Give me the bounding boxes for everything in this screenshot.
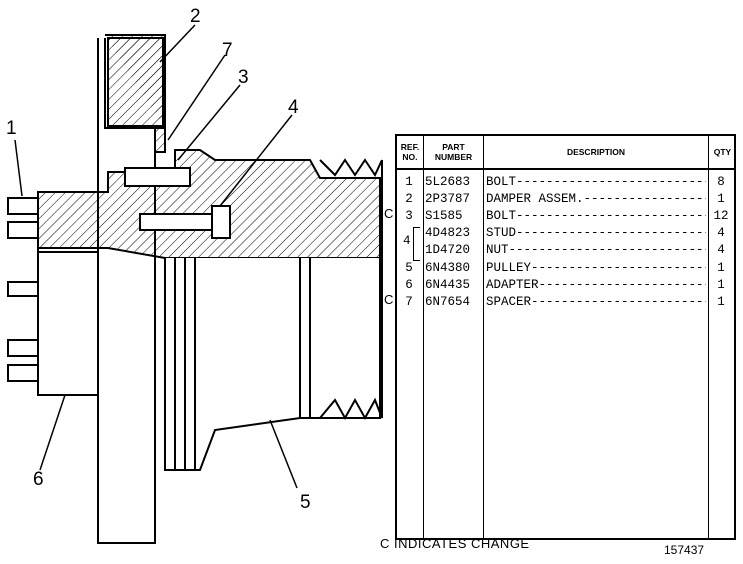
description-cell: NUT--------------------------------- <box>486 243 706 257</box>
callout-1: 1 <box>6 118 17 139</box>
ref-cell: 7 <box>405 295 413 309</box>
bolt-3 <box>124 167 191 187</box>
qty-cell: 1 <box>717 261 725 275</box>
stud-nut-brace <box>413 227 420 261</box>
description-cell: DAMPER ASSEM.----------------- <box>486 192 706 206</box>
qty-cell: 1 <box>717 278 725 292</box>
callout-4: 4 <box>288 97 299 118</box>
callout-6: 6 <box>33 469 44 490</box>
stud-nut-ref-label: 4 <box>403 234 411 248</box>
header-qty: QTY <box>713 147 732 157</box>
ref-cell: 5 <box>405 261 413 275</box>
description-cell: ADAPTER--------------------------- <box>486 278 706 292</box>
change-mark-row-3: C <box>384 206 394 221</box>
ref-cell: 1 <box>405 175 413 189</box>
table-row: 7 6N7654 SPACER-------------------------… <box>397 294 736 311</box>
qty-cell: 4 <box>717 243 725 257</box>
part-number-cell: 6N4435 <box>425 278 471 292</box>
table-row: 4D4823 STUD-----------------------------… <box>397 225 736 242</box>
table-row: 5 6N4380 PULLEY-------------------------… <box>397 260 736 277</box>
qty-cell: 1 <box>717 295 725 309</box>
table-row: 1D4720 NUT------------------------------… <box>397 242 736 259</box>
qty-cell: 4 <box>717 226 725 240</box>
header-part-number: PART NUMBER <box>434 142 473 162</box>
stud-4 <box>139 213 219 231</box>
part-number-cell: 5L2683 <box>425 175 471 189</box>
part-number-cell: 1D4720 <box>425 243 471 257</box>
description-cell: PULLEY----------------------------- <box>486 261 706 275</box>
qty-cell: 12 <box>713 209 729 223</box>
change-note: C INDICATES CHANGE <box>380 536 530 551</box>
ref-cell: 3 <box>405 209 413 223</box>
adapter-body <box>37 149 381 259</box>
header-description: DESCRIPTION <box>566 147 626 157</box>
description-cell: STUD------------------------------- <box>486 226 706 240</box>
table-row: 6 6N4435 ADAPTER------------------------… <box>397 277 736 294</box>
table-row: 2 2P3787 DAMPER ASSEM.----------------- … <box>397 191 736 208</box>
figure-number: 157437 <box>664 543 705 557</box>
parts-table: REF. NO. PART NUMBER DESCRIPTION QTY 1 5… <box>395 134 736 540</box>
qty-cell: 1 <box>717 192 725 206</box>
table-row: 1 5L2683 BOLT---------------------------… <box>397 174 736 191</box>
change-mark-row-7: C <box>384 292 394 307</box>
description-cell: BOLT------------------------------- <box>486 209 706 223</box>
description-cell: SPACER---------------------------- <box>486 295 706 309</box>
bolt-group <box>7 197 39 382</box>
header-ref-no: REF. NO. <box>400 142 420 162</box>
callout-3: 3 <box>238 67 249 88</box>
pulley <box>164 258 381 471</box>
part-number-cell: 6N7654 <box>425 295 471 309</box>
description-cell: BOLT------------------------------- <box>486 175 706 189</box>
table-row: 3 S1585 BOLT----------------------------… <box>397 208 736 225</box>
part-number-cell: 6N4380 <box>425 261 471 275</box>
part-number-cell: 2P3787 <box>425 192 471 206</box>
qty-cell: 8 <box>717 175 725 189</box>
callout-5: 5 <box>300 492 311 513</box>
ref-cell: 2 <box>405 192 413 206</box>
part-number-cell: S1585 <box>425 209 463 223</box>
nut-4 <box>211 205 231 239</box>
callout-2: 2 <box>190 6 201 27</box>
ref-cell: 6 <box>405 278 413 292</box>
part-number-cell: 4D4823 <box>425 226 471 240</box>
callout-7: 7 <box>222 40 233 61</box>
